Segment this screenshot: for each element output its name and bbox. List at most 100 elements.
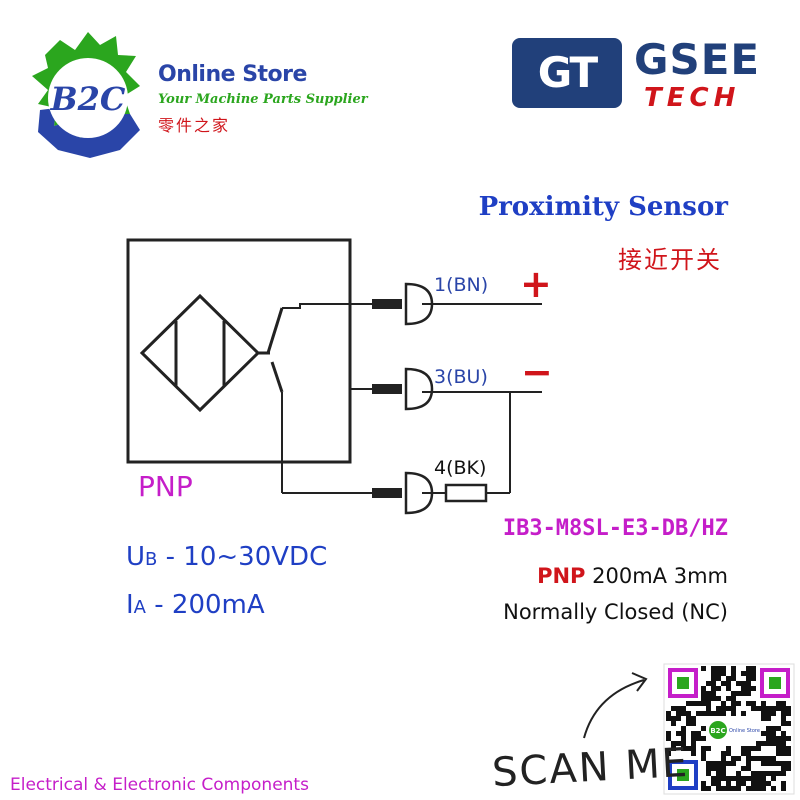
qr-module	[731, 696, 736, 701]
qr-module	[691, 741, 696, 746]
qr-module	[786, 766, 791, 771]
qr-module	[711, 681, 716, 686]
qr-module	[731, 706, 736, 711]
qr-module	[781, 746, 786, 751]
qr-module	[721, 711, 726, 716]
qr-module	[746, 686, 751, 691]
qr-module	[766, 761, 771, 766]
qr-module	[746, 756, 751, 761]
qr-module	[786, 721, 791, 726]
spec-voltage-value: - 10~30VDC	[165, 542, 328, 572]
qr-module	[686, 711, 691, 716]
qr-module	[706, 706, 711, 711]
qr-module	[716, 776, 721, 781]
qr-module	[731, 666, 736, 671]
connector-3	[404, 367, 434, 411]
qr-module	[761, 781, 766, 786]
qr-module	[726, 751, 731, 756]
qr-module	[776, 741, 781, 746]
spec-current-sub: A	[133, 597, 146, 618]
qr-module	[746, 766, 751, 771]
qr-finder-tr	[760, 668, 790, 698]
qr-module	[751, 781, 756, 786]
qr-module	[721, 756, 726, 761]
qr-module	[716, 706, 721, 711]
store-title: Online Store	[158, 62, 307, 87]
qr-module	[781, 751, 786, 756]
spec-voltage-sub: B	[145, 549, 158, 570]
qr-module	[701, 746, 706, 751]
qr-module	[781, 701, 786, 706]
qr-module	[691, 731, 696, 736]
qr-module	[716, 671, 721, 676]
qr-module	[676, 741, 681, 746]
qr-module	[781, 761, 786, 766]
qr-module	[726, 781, 731, 786]
qr-module	[786, 706, 791, 711]
qr-module	[731, 691, 736, 696]
qr-module	[701, 736, 706, 741]
qr-module	[711, 761, 716, 766]
qr-module	[781, 721, 786, 726]
qr-module	[736, 776, 741, 781]
product-type: PNP	[537, 564, 586, 588]
qr-module	[781, 731, 786, 736]
qr-module	[696, 731, 701, 736]
qr-module	[751, 686, 756, 691]
qr-module	[776, 706, 781, 711]
qr-module	[711, 711, 716, 716]
qr-module	[716, 786, 721, 791]
qr-module	[761, 731, 766, 736]
qr-module	[746, 746, 751, 751]
qr-module	[721, 766, 726, 771]
qr-module	[721, 776, 726, 781]
qr-module	[721, 786, 726, 791]
qr-module	[766, 781, 771, 786]
qr-module	[681, 736, 686, 741]
qr-module	[776, 736, 781, 741]
qr-module	[701, 696, 706, 701]
qr-module	[706, 761, 711, 766]
qr-module	[781, 786, 786, 791]
qr-module	[761, 701, 766, 706]
qr-module	[776, 771, 781, 776]
qr-module	[696, 736, 701, 741]
qr-module	[706, 746, 711, 751]
store-logo-text: B2C	[50, 80, 126, 118]
qr-module	[736, 691, 741, 696]
qr-module	[761, 776, 766, 781]
qr-module	[746, 676, 751, 681]
qr-module	[781, 706, 786, 711]
product-details: PNP 200mA 3mm	[537, 564, 728, 588]
qr-module	[751, 706, 756, 711]
qr-module	[786, 761, 791, 766]
qr-module	[781, 711, 786, 716]
qr-module	[706, 711, 711, 716]
qr-module	[746, 786, 751, 791]
qr-module	[751, 786, 756, 791]
qr-module	[701, 666, 706, 671]
qr-module	[741, 671, 746, 676]
qr-module	[756, 756, 761, 761]
qr-module	[676, 731, 681, 736]
qr-module	[776, 701, 781, 706]
qr-module	[716, 676, 721, 681]
qr-module	[731, 701, 736, 706]
qr-module	[731, 671, 736, 676]
qr-module	[746, 666, 751, 671]
qr-module	[741, 746, 746, 751]
qr-module	[741, 766, 746, 771]
qr-module	[751, 676, 756, 681]
qr-module	[741, 781, 746, 786]
qr-module	[741, 686, 746, 691]
qr-module	[666, 731, 671, 736]
qr-module	[756, 786, 761, 791]
qr-module	[771, 711, 776, 716]
qr-module	[731, 761, 736, 766]
qr-module	[726, 776, 731, 781]
qr-module	[681, 741, 686, 746]
qr-module	[706, 771, 711, 776]
qr-module	[731, 776, 736, 781]
qr-module	[731, 786, 736, 791]
switch-contact	[266, 307, 284, 354]
